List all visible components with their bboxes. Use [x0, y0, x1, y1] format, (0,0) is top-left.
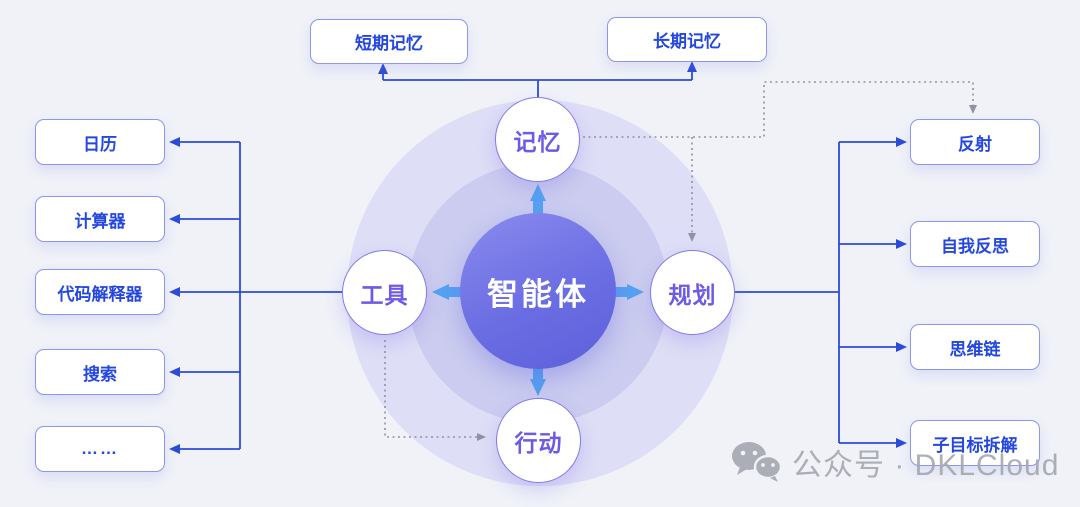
- code-interpreter-box: 代码解释器: [35, 269, 165, 315]
- dotted-flow-connectors: [384, 81, 977, 441]
- chain-of-thought-box: 思维链: [910, 324, 1040, 370]
- watermark-text: 公众号 · DKLCloud: [792, 449, 1060, 482]
- watermark: 公众号 · DKLCloud: [730, 440, 1059, 484]
- subgoal-decomposition-box: 子目标拆解: [910, 420, 1040, 466]
- wechat-icon: [732, 442, 782, 482]
- action-node: 行动: [496, 398, 581, 483]
- reflection-box: 反射: [910, 119, 1040, 165]
- calendar-box: 日历: [35, 119, 165, 165]
- agent-center-node: 智能体: [460, 213, 616, 369]
- search-box: 搜索: [35, 349, 165, 395]
- long-term-memory-box: 长期记忆: [607, 17, 767, 62]
- memory-to-reflection-dotted: [583, 81, 977, 138]
- planning-branch-connector: [734, 137, 907, 448]
- tools-node: 工具: [342, 250, 427, 335]
- calculator-box: 计算器: [35, 196, 165, 242]
- tools-branch-connector: [169, 137, 343, 454]
- planning-node: 规划: [650, 250, 735, 335]
- short-term-memory-box: 短期记忆: [310, 19, 468, 64]
- more-tools-box: ……: [35, 426, 165, 472]
- memory-node: 记忆: [495, 97, 580, 182]
- tools-to-action-dotted: [384, 340, 486, 441]
- memory-branch-connector: [378, 61, 697, 99]
- self-reflection-box: 自我反思: [910, 221, 1040, 267]
